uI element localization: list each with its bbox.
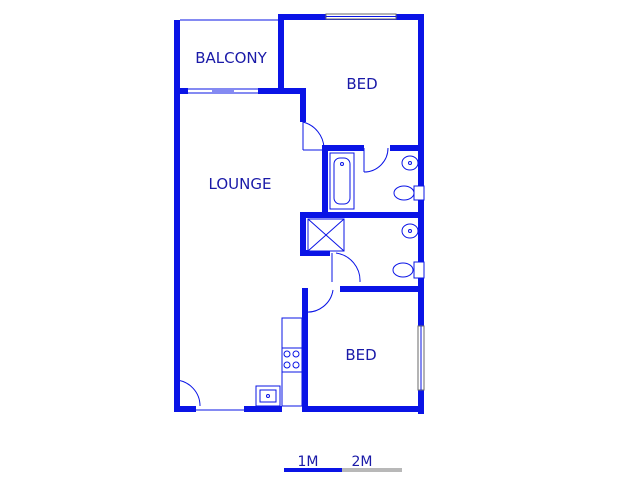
wall-bottom-mid [244,406,282,412]
door-bath2 [335,252,361,283]
scale-label-2m: 2M [352,454,373,470]
room-label-bed-top: BED [346,75,377,93]
door-bath1 [363,147,389,173]
scale-bar: 1M 2M [284,454,402,472]
wall-balcony-lounge-right [258,88,306,94]
wall-left [174,20,180,408]
toilet-bath2 [413,261,425,279]
wall-bath2-left [300,212,306,254]
wall-bath2-bottom [340,286,424,292]
door-entrance [175,379,201,407]
windows [188,13,425,411]
wall-bottom-right [302,406,424,412]
wall-bed-lounge [300,88,306,122]
door-bed-top [302,121,325,149]
scale-label-1m: 1M [298,454,319,470]
room-label-balcony: BALCONY [195,49,267,67]
wall-balcony-bed [278,14,284,90]
walls [174,14,424,414]
scale-segment-2 [342,468,402,472]
wall-bed-bottom-left [324,145,364,151]
wall-bed-bottom-right [390,145,424,151]
room-label-lounge: LOUNGE [209,175,272,193]
doors [175,121,389,407]
wall-balcony-lounge-left [180,88,188,94]
wall-bath1-left [322,145,328,215]
wall-bed2-left [302,288,308,412]
wall-bottom-left [174,406,196,412]
fixtures [255,152,425,407]
wall-bath-divider [300,212,424,218]
room-label-bed-bottom: BED [345,346,376,364]
scale-segment-1 [284,468,342,472]
toilet-bath1 [413,185,425,201]
wall-bath2-bottom-left [300,250,330,256]
door-bed-bottom [304,289,334,313]
